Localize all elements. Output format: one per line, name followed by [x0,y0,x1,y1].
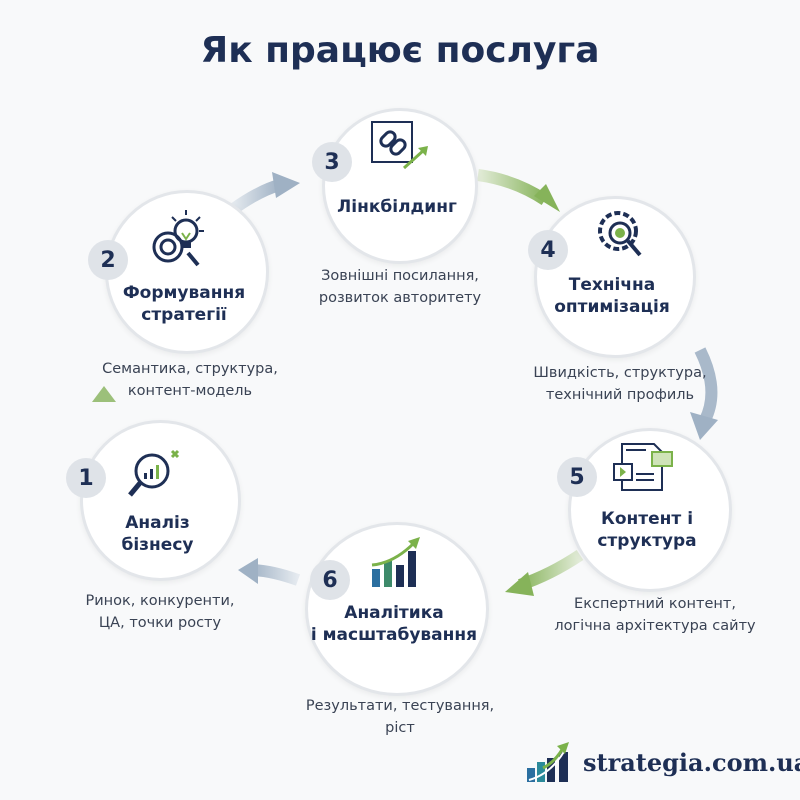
gear-magnifier-icon [598,211,642,257]
step-6-label-line1: Аналітика [344,603,444,623]
growth-chart-icon [371,537,420,587]
step-5-label-line2: структура [597,531,697,551]
step-3-desc-line2: розвиток авторитету [318,290,482,306]
step-2-badge: 2 [88,240,128,280]
step-1-badge: 1 [66,458,106,498]
step-6-desc-line1: Результати, тестування, [305,698,495,714]
step-5-desc: Експертний контент, логічна архітектура с… [535,593,775,637]
step-5-label-line1: Контент і [600,509,694,529]
step-1-circle [80,420,241,581]
arrow-3-to-4 [477,169,560,212]
step-3-badge: 3 [312,142,352,182]
step-2-desc-line1: Семантика, структура, [102,361,278,377]
step-4-desc: Швидкість, структура, технічний профиль [510,362,730,406]
step-1-desc-line2: ЦА, точки росту [98,615,222,631]
step-6-desc: Результати, тестування, ріст [285,695,515,739]
step-6-circle [305,522,489,696]
step-4-badge: 4 [528,230,568,270]
arrow-6-to-1 [238,558,301,586]
arrow-1-to-2 [92,386,116,425]
step-4-desc-line2: технічний профиль [545,387,695,403]
step-6-badge: 6 [310,560,350,600]
step-3-desc-line1: Зовнішні посилання, [321,268,479,284]
logo-chart-icon [527,742,569,782]
step-4-desc-line1: Швидкість, структура, [533,365,707,381]
arrow-2-to-3 [228,172,300,215]
step-6-desc-line2: ріст [385,720,415,736]
step-3-circle [322,108,478,264]
lightbulb-target-icon [152,210,204,267]
arrow-4-to-5 [690,347,718,440]
magnifier-chart-icon [128,449,180,497]
page-title: Як працює послуга [200,30,600,71]
step-5-desc-line2: логічна архітектура сайту [554,618,756,634]
step-2-label-line1: Формування [122,283,246,303]
brand-logo: strategia.com.ua [525,740,800,784]
step-2-desc-line2: контент-модель [127,383,253,399]
step-2-desc: Семантика, структура, контент-модель [70,358,310,402]
document-video-icon [613,443,673,491]
link-chain-icon [371,121,428,170]
step-5-desc-line1: Експертний контент, [574,596,736,612]
step-1-label-line2: бізнесу [121,535,194,555]
step-3-desc: Зовнішні посилання, розвиток авторитету [285,265,515,309]
step-1-desc: Ринок, конкуренти, ЦА, точки росту [40,590,280,634]
step-5-badge: 5 [557,457,597,497]
step-1-label-line1: Аналіз [125,513,190,533]
step-4-label-line2: оптимізація [554,297,670,317]
step-1-desc-line1: Ринок, конкуренти, [85,593,235,609]
step-3-label: Лінкбілдинг [337,197,457,217]
arrow-5-to-6 [505,550,584,596]
step-4-label-line1: Технічна [568,275,656,295]
logo-text: strategia.com.ua [583,747,800,777]
step-6-label-line2: і масштабування [310,625,478,645]
step-2-label-line2: стратегії [141,305,227,325]
step-2-circle [105,190,269,354]
